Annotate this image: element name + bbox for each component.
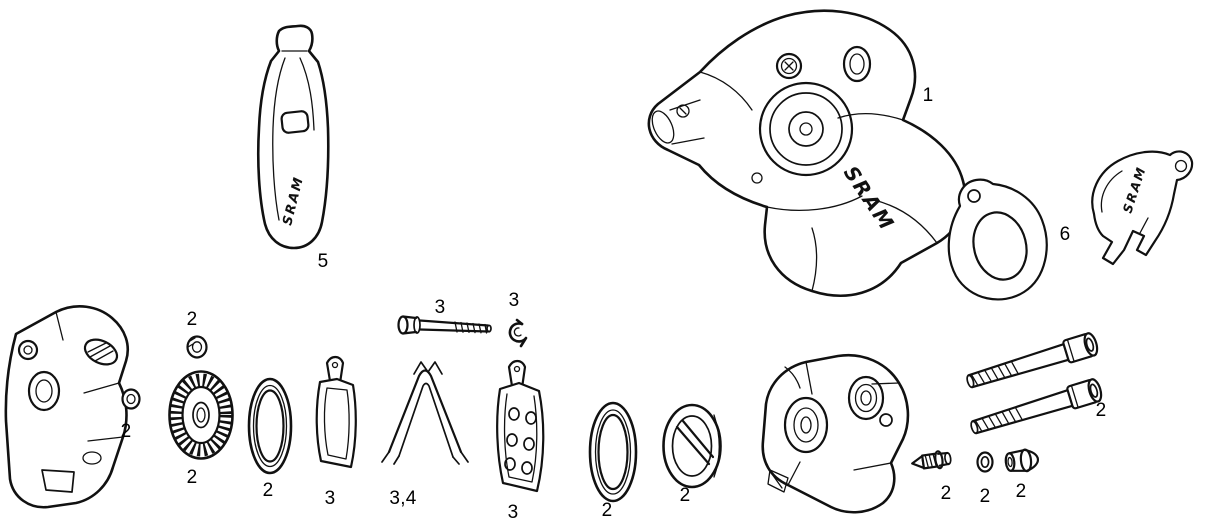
part-label-piston-seal-right: 2: [601, 500, 613, 520]
bleed-oring-drawing: [976, 451, 994, 473]
part-label-caliper-assembly: 1: [922, 85, 934, 106]
part-label-piston-seal-left: 2: [262, 480, 274, 501]
part-label-flange-nut: 2: [120, 421, 132, 442]
piston-seal-right-drawing: [588, 401, 638, 503]
caliper-bolt-upper-drawing: [966, 332, 1099, 389]
spacer-hole: [280, 110, 310, 134]
part-label-mount-guide: 6: [1059, 224, 1071, 245]
part-label-pad-spring: 3,4: [389, 488, 417, 509]
pin-clip-drawing: [508, 318, 528, 348]
mount-guide-drawing: SRAM: [1091, 150, 1194, 266]
pad-spring-drawing: [381, 361, 469, 465]
caliper-bolt-lower-drawing: [970, 378, 1103, 435]
brake-pad-right-drawing: [496, 359, 545, 493]
hose-banjo: [651, 110, 675, 144]
part-label-bleed-screw: 2: [940, 483, 952, 504]
adjuster-bolt: [775, 52, 803, 80]
part-label-piston-right: 2: [679, 485, 691, 506]
part-label-retaining-washer: 2: [186, 309, 198, 330]
part-label-pad-pin: 3: [434, 297, 446, 318]
hose-fitting-drawing: [1004, 448, 1040, 473]
part-label-caliper-bolts: 2: [1095, 400, 1107, 421]
bleed-screw-drawing: [911, 450, 952, 470]
pad-pin-drawing: [397, 315, 492, 335]
caliper-assembly-drawing: SRAM: [647, 9, 967, 297]
brake-pad-left-drawing: [315, 355, 357, 469]
piston-knurled-drawing: [168, 370, 234, 460]
mount-gasket-drawing: [947, 178, 1048, 301]
part-label-bleed-oring: 2: [979, 486, 991, 507]
part-label-brake-pad-right: 3: [507, 502, 519, 520]
caliper-bore: [758, 81, 854, 177]
caliper-half-left-drawing: [4, 305, 130, 509]
retaining-washer-drawing: [186, 335, 208, 359]
part-label-pin-clip: 3: [508, 290, 520, 311]
part-label-brake-pad-left: 3: [324, 488, 336, 509]
part-label-transport-spacer: 5: [317, 251, 329, 272]
flange-nut-drawing: [121, 388, 141, 410]
transport-spacer-drawing: SRAM: [256, 24, 330, 250]
caliper-half-right-drawing: [761, 353, 910, 514]
piston-right-drawing: [662, 403, 722, 489]
piston-seal-left-drawing: [247, 377, 293, 475]
part-label-hose-fitting: 2: [1015, 481, 1027, 502]
part-label-piston-knurled: 2: [186, 467, 198, 488]
